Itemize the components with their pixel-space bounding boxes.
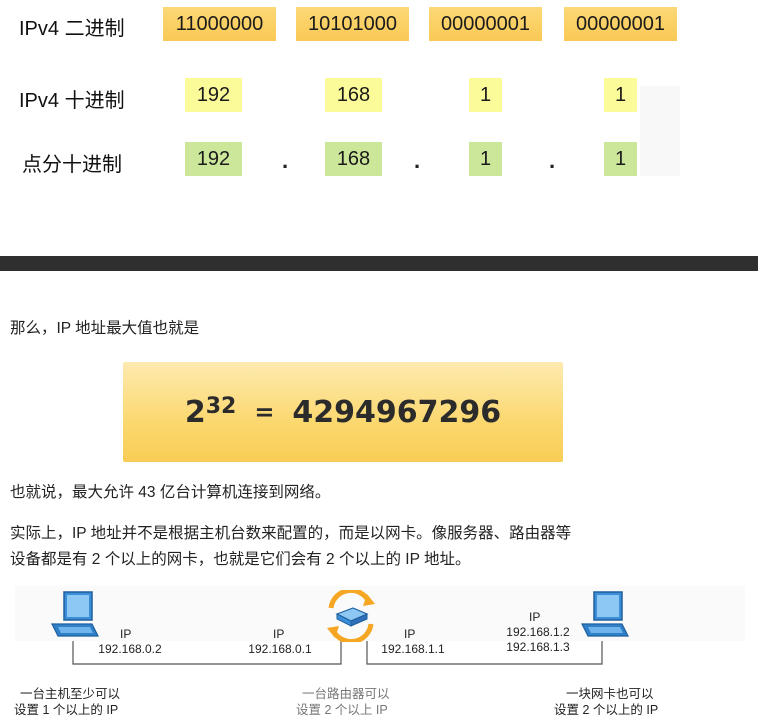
- binary-octet-2: 10101000: [296, 7, 409, 41]
- decimal-octet-4: 1: [604, 78, 637, 112]
- paragraph-nic-line2: 设备都是有 2 个以上的网卡，也就是它们会有 2 个以上的 IP 地址。: [10, 551, 471, 568]
- decimal-octet-3: 1: [469, 78, 502, 112]
- host2-caption: 一块网卡也可以 设置 2 个以上的 IP: [554, 686, 684, 718]
- caption-line: 设置 2 个以上的 IP: [554, 703, 659, 717]
- formula-base: 2: [184, 394, 206, 430]
- ip-title: IP: [120, 627, 132, 641]
- computer-icon: [51, 591, 99, 637]
- formula-result: 4294967296: [292, 394, 502, 430]
- dot-separator: .: [282, 148, 289, 173]
- dotted-octet-2: 168: [325, 142, 382, 176]
- caption-line: 设置 2 个以上 IP: [296, 703, 388, 717]
- caption-line: 一台主机至少可以: [20, 687, 121, 701]
- router-right-ip-label: IP 192.168.1.1: [373, 627, 453, 657]
- ip-value: 192.168.1.3: [506, 640, 570, 654]
- ip-title: IP: [529, 610, 541, 624]
- paragraph-nic-line1: 实际上，IP 地址并不是根据主机台数来配置的，而是以网卡。像服务器、路由器等: [10, 525, 572, 542]
- decimal-octet-1: 192: [185, 78, 242, 112]
- router-icon: [327, 590, 375, 642]
- ip-value: 192.168.0.1: [248, 642, 312, 656]
- ip-value: 192.168.0.2: [98, 642, 162, 656]
- row-label-decimal: IPv4 十进制: [19, 90, 125, 112]
- dotted-octet-1: 192: [185, 142, 242, 176]
- binary-octet-4: 00000001: [564, 7, 677, 41]
- binary-octet-1: 11000000: [163, 7, 276, 41]
- ip-title: IP: [273, 627, 285, 641]
- paragraph-max-hosts: 也就说，最大允许 43 亿台计算机连接到网络。: [10, 484, 331, 501]
- caption-line: 一台路由器可以: [302, 687, 390, 701]
- ip-title: IP: [404, 627, 416, 641]
- background-panel: [640, 86, 680, 176]
- intro-text: 那么，IP 地址最大值也就是: [10, 320, 200, 337]
- formula-equals: =: [254, 398, 275, 426]
- binary-octet-3: 00000001: [429, 7, 542, 41]
- dotted-octet-4: 1: [604, 142, 637, 176]
- router-left-ip-label: IP 192.168.0.1: [240, 627, 320, 657]
- ip-value: 192.168.1.2: [506, 625, 570, 639]
- host1-ip-label: IP 192.168.0.2: [90, 627, 170, 657]
- caption-line: 设置 1 个以上的 IP: [14, 703, 119, 717]
- dot-separator: .: [414, 148, 421, 173]
- row-label-binary: IPv4 二进制: [19, 18, 125, 40]
- caption-line: 一块网卡也可以: [566, 687, 654, 701]
- dot-separator: .: [549, 148, 556, 173]
- section-divider: [0, 256, 758, 271]
- router-caption: 一台路由器可以 设置 2 个以上 IP: [296, 686, 416, 718]
- computer-icon: [581, 591, 629, 637]
- ip-value: 192.168.1.1: [381, 642, 445, 656]
- decimal-octet-2: 168: [325, 78, 382, 112]
- host1-caption: 一台主机至少可以 设置 1 个以上的 IP: [14, 686, 134, 718]
- row-label-dotted: 点分十进制: [22, 154, 122, 176]
- host2-ip-label: IP 192.168.1.2 192.168.1.3: [498, 610, 578, 655]
- dotted-octet-3: 1: [469, 142, 502, 176]
- formula-exponent: 32: [205, 393, 237, 419]
